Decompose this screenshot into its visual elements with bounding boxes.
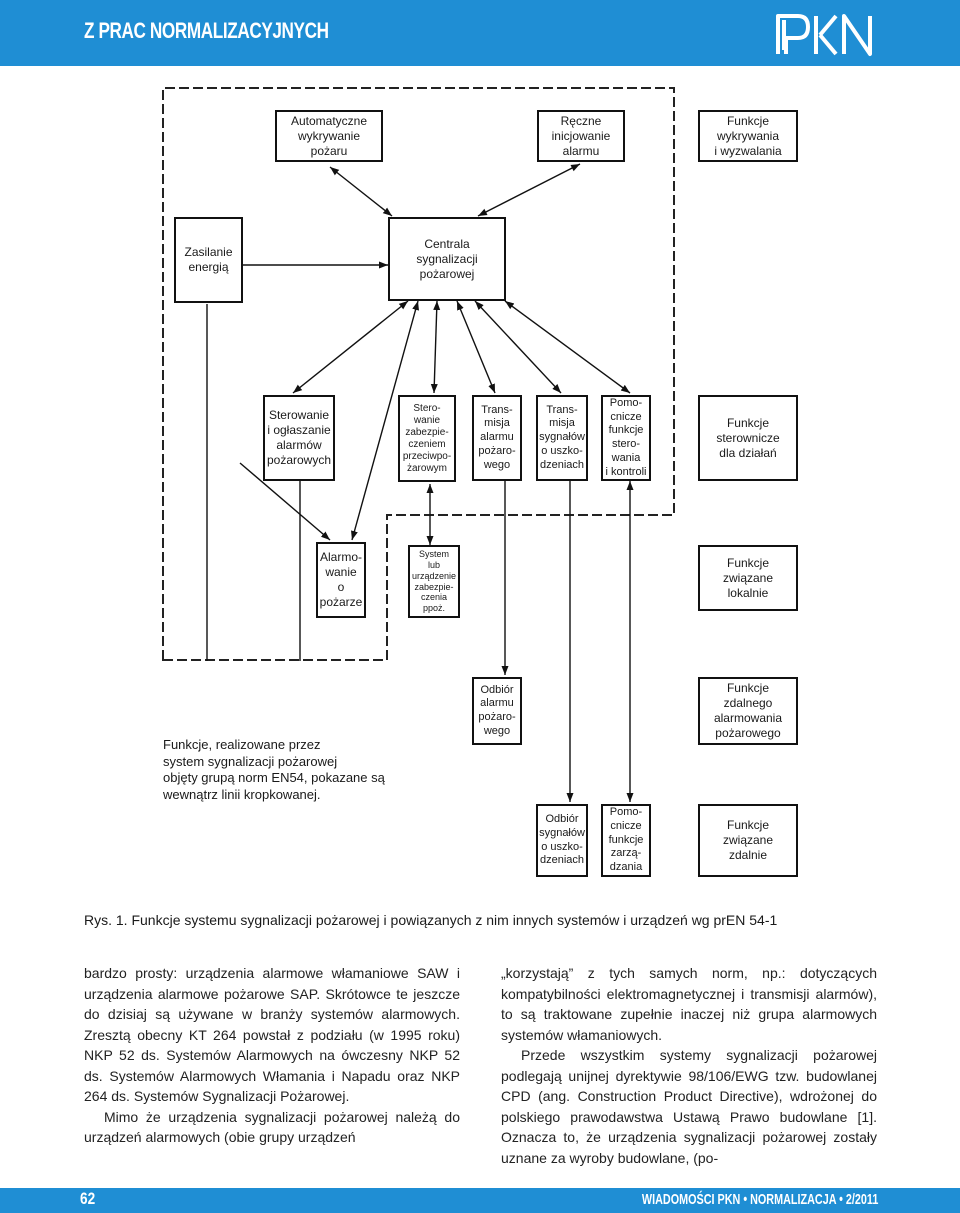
box-alarm-transmission: Trans- misja alarmu pożaro- wego — [472, 395, 522, 481]
paragraph: bardzo prosty: urządzenia alarmowe włama… — [84, 965, 460, 1104]
figure-caption: Rys. 1. Funkcje systemu sygnalizacji poż… — [84, 912, 778, 928]
pkn-logo — [776, 14, 872, 56]
paragraph: Przede wszystkim systemy sygnalizacji po… — [501, 1047, 877, 1166]
page-number: 62 — [80, 1189, 96, 1208]
column-left: bardzo prosty: urządzenia alarmowe włama… — [84, 963, 460, 1148]
box-fire-alarm: Alarmo- wanie o pożarze — [316, 542, 366, 618]
box-fault-receiving: Odbiór sygnałów o uszko- dzeniach — [536, 804, 588, 877]
box-manual-alarm-initiation: Ręczne inicjowanie alarmu — [537, 110, 625, 162]
footer-publication: WIADOMOŚCI PKN • NORMALIZACJA • 2/2011 — [641, 1191, 878, 1208]
box-protection-system: System lub urządzenie zabezpie- czenia p… — [408, 545, 460, 618]
box-remote-functions: Funkcje związane zdalnie — [698, 804, 798, 877]
paragraph: Mimo że urządzenia sygnalizacji pożarowe… — [84, 1108, 460, 1146]
box-automatic-fire-detection: Automatyczne wykrywanie pożaru — [275, 110, 383, 162]
header-bar — [0, 0, 960, 66]
box-detection-functions: Funkcje wykrywania i wyzwalania — [698, 110, 798, 162]
box-control-panel: Centrala sygnalizacji pożarowej — [388, 217, 506, 301]
paragraph: „korzystają” z tych samych norm, np.: do… — [501, 965, 877, 1043]
footer-bar — [0, 1188, 960, 1213]
box-fault-transmission: Trans- misja sygnałów o uszko- dzeniach — [536, 395, 588, 481]
fire-alarm-diagram — [162, 87, 675, 802]
box-power-supply: Zasilanie energią — [174, 217, 243, 303]
diagram-note: Funkcje, realizowane przez system sygnal… — [163, 737, 385, 802]
box-auxiliary-control: Pomo- cnicze funkcje stero- wania i kont… — [601, 395, 651, 481]
box-fire-protection-control: Stero- wanie zabezpie- czeniem przeciwpo… — [398, 395, 456, 482]
box-local-functions: Funkcje związane lokalnie — [698, 545, 798, 611]
box-remote-alarm-functions: Funkcje zdalnego alarmowania pożarowego — [698, 677, 798, 745]
column-right: „korzystają” z tych samych norm, np.: do… — [501, 963, 877, 1168]
section-title: Z PRAC NORMALIZACYJNYCH — [84, 18, 329, 43]
box-alarm-control: Sterowanie i ogłaszanie alarmów pożarowy… — [263, 395, 335, 481]
box-alarm-receiving: Odbiór alarmu pożaro- wego — [472, 677, 522, 745]
en54-boundary — [162, 87, 675, 661]
box-control-functions: Funkcje sterownicze dla działań — [698, 395, 798, 481]
box-auxiliary-management: Pomo- cnicze funkcje zarzą- dzania — [601, 804, 651, 877]
